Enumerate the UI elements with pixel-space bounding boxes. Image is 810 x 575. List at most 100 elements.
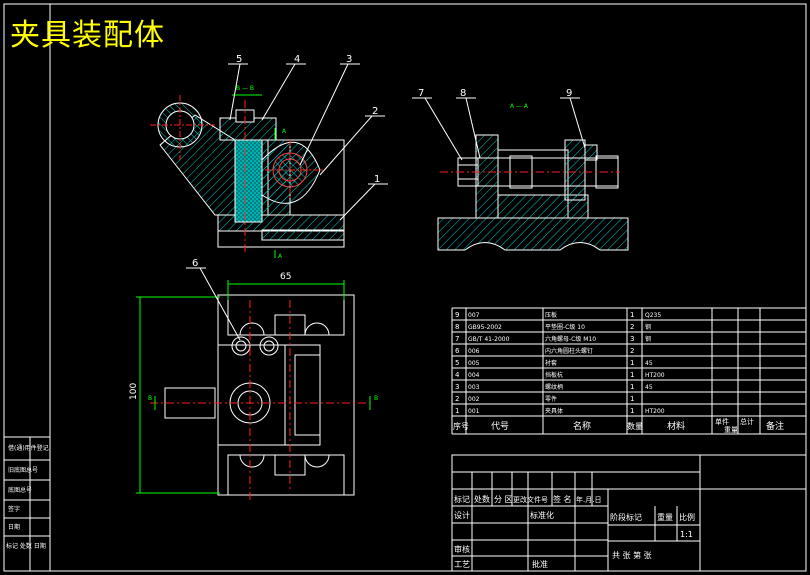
part-row-code: GB/T 41-2000 [468, 336, 510, 343]
part-row-material: 45 [645, 384, 653, 391]
strip-label-6: 标记 处数 日期 [6, 542, 46, 550]
drawing-title: 夹具装配体 [10, 18, 165, 53]
callout-5: 5 [236, 54, 242, 65]
strip-label-1: 借(通)用件登记 [8, 444, 49, 452]
outer-frame [3, 3, 807, 572]
part-row-code: 001 [468, 408, 480, 415]
tb-scale: 比例 [679, 512, 695, 522]
section-mark-a-top: A [282, 128, 287, 135]
part-row-no: 8 [455, 323, 459, 331]
part-row-code: GB95-2002 [468, 324, 502, 331]
tb-scale-value: 1:1 [680, 530, 693, 539]
part-row-qty: 1 [630, 371, 634, 379]
section-mark-a-bottom: A [278, 253, 283, 260]
part-row-material: 钢 [645, 335, 651, 343]
tb-mark: 标记 [454, 494, 470, 504]
callout-1: 1 [374, 174, 380, 185]
part-row-no: 2 [455, 395, 459, 403]
part-row-name: 内六角圆柱头螺钉 [545, 347, 593, 355]
callout-4: 4 [294, 54, 300, 65]
callout-3: 3 [346, 54, 352, 65]
front-section-view [150, 94, 345, 258]
part-row-name: 压板 [545, 311, 557, 319]
part-row-code: 002 [468, 396, 480, 403]
header-total: 总计 [740, 417, 754, 426]
tb-change-doc: 更改文件号 [513, 495, 548, 504]
part-row-code: 005 [468, 360, 480, 367]
part-row-code: 004 [468, 372, 480, 379]
tb-design: 设计 [454, 510, 470, 520]
header-weight: 重量 [724, 426, 738, 434]
tb-zone: 分 区 [494, 495, 513, 504]
part-row-material: 45 [645, 360, 653, 367]
tb-stage: 阶段标记 [610, 512, 642, 522]
strip-label-3: 底图总号 [8, 486, 32, 494]
tb-weight: 重量 [657, 512, 673, 522]
part-row-name: 挡板杭 [545, 371, 563, 379]
section-mark-b-right: B [374, 395, 378, 402]
section-label-aa: A — A [510, 103, 529, 110]
part-row-no: 1 [455, 407, 459, 415]
part-row-qty: 2 [630, 323, 634, 331]
part-row-qty: 1 [630, 359, 634, 367]
header-name: 名称 [573, 420, 591, 432]
part-row-no: 4 [455, 371, 460, 379]
section-mark-b-left: B [148, 395, 152, 402]
callout-9: 9 [566, 88, 572, 99]
strip-label-2: 旧底图总号 [8, 466, 38, 474]
part-row-no: 9 [455, 311, 459, 319]
part-row-name: 衬套 [545, 359, 557, 367]
header-unit: 单件 [715, 417, 729, 426]
part-row-no: 7 [455, 335, 459, 343]
header-qty: 数量 [627, 421, 643, 431]
tb-approve: 批准 [532, 559, 548, 569]
part-row-no: 3 [455, 383, 459, 391]
part-row-name: 六角螺母-C级 M10 [545, 335, 596, 343]
part-row-material: 钢 [645, 323, 651, 331]
tb-sign: 签 名 [553, 494, 572, 504]
part-row-name: 平垫圈-C级 10 [545, 323, 585, 331]
section-label-bb: B — B [236, 85, 254, 92]
part-row-no: 6 [455, 347, 460, 355]
tb-standard: 标准化 [530, 510, 554, 520]
strip-label-4: 签字 [8, 505, 20, 513]
callout-2: 2 [372, 106, 378, 117]
callout-8: 8 [460, 88, 466, 99]
part-row-qty: 3 [630, 335, 634, 343]
parts-list-table: 9 007 压板 1 Q235 8 GB95-2002 平垫圈-C级 10 2 钢 7 GB/T 41… [451, 307, 807, 435]
part-row-material: HT200 [645, 372, 665, 379]
part-row-code: 007 [468, 312, 480, 319]
top-view [164, 294, 355, 496]
header-material: 材料 [667, 420, 685, 432]
part-row-qty: 1 [630, 311, 634, 319]
callout-7: 7 [418, 88, 424, 99]
part-row-qty: 1 [630, 395, 634, 403]
dimension-height: 100 [129, 383, 139, 400]
header-remark: 备注 [766, 420, 784, 432]
part-row-no: 5 [455, 359, 459, 367]
header-no: 序号 [453, 421, 469, 431]
dimension-width: 65 [280, 272, 291, 282]
part-row-qty: 1 [630, 407, 634, 415]
part-row-qty: 2 [630, 347, 634, 355]
tb-sheets: 共 张 第 张 [612, 550, 652, 560]
header-code: 代号 [491, 421, 509, 432]
part-row-code: 003 [468, 384, 480, 391]
part-row-name: 夹具体 [545, 407, 563, 415]
part-row-name: 零件 [545, 395, 557, 403]
callout-6: 6 [192, 258, 198, 269]
tb-process: 工艺 [454, 560, 470, 569]
title-block [451, 454, 807, 572]
tb-date: 年.月.日 [576, 495, 601, 504]
strip-label-5: 日期 [8, 523, 20, 531]
part-row-material: HT200 [645, 408, 665, 415]
part-row-material: Q235 [645, 312, 661, 319]
side-section-view [437, 134, 629, 251]
tb-review: 审核 [454, 544, 470, 554]
tb-count: 处数 [474, 494, 490, 504]
part-row-name: 螺纹柄 [545, 383, 563, 391]
part-row-code: 006 [468, 348, 480, 355]
part-row-qty: 1 [630, 383, 634, 391]
